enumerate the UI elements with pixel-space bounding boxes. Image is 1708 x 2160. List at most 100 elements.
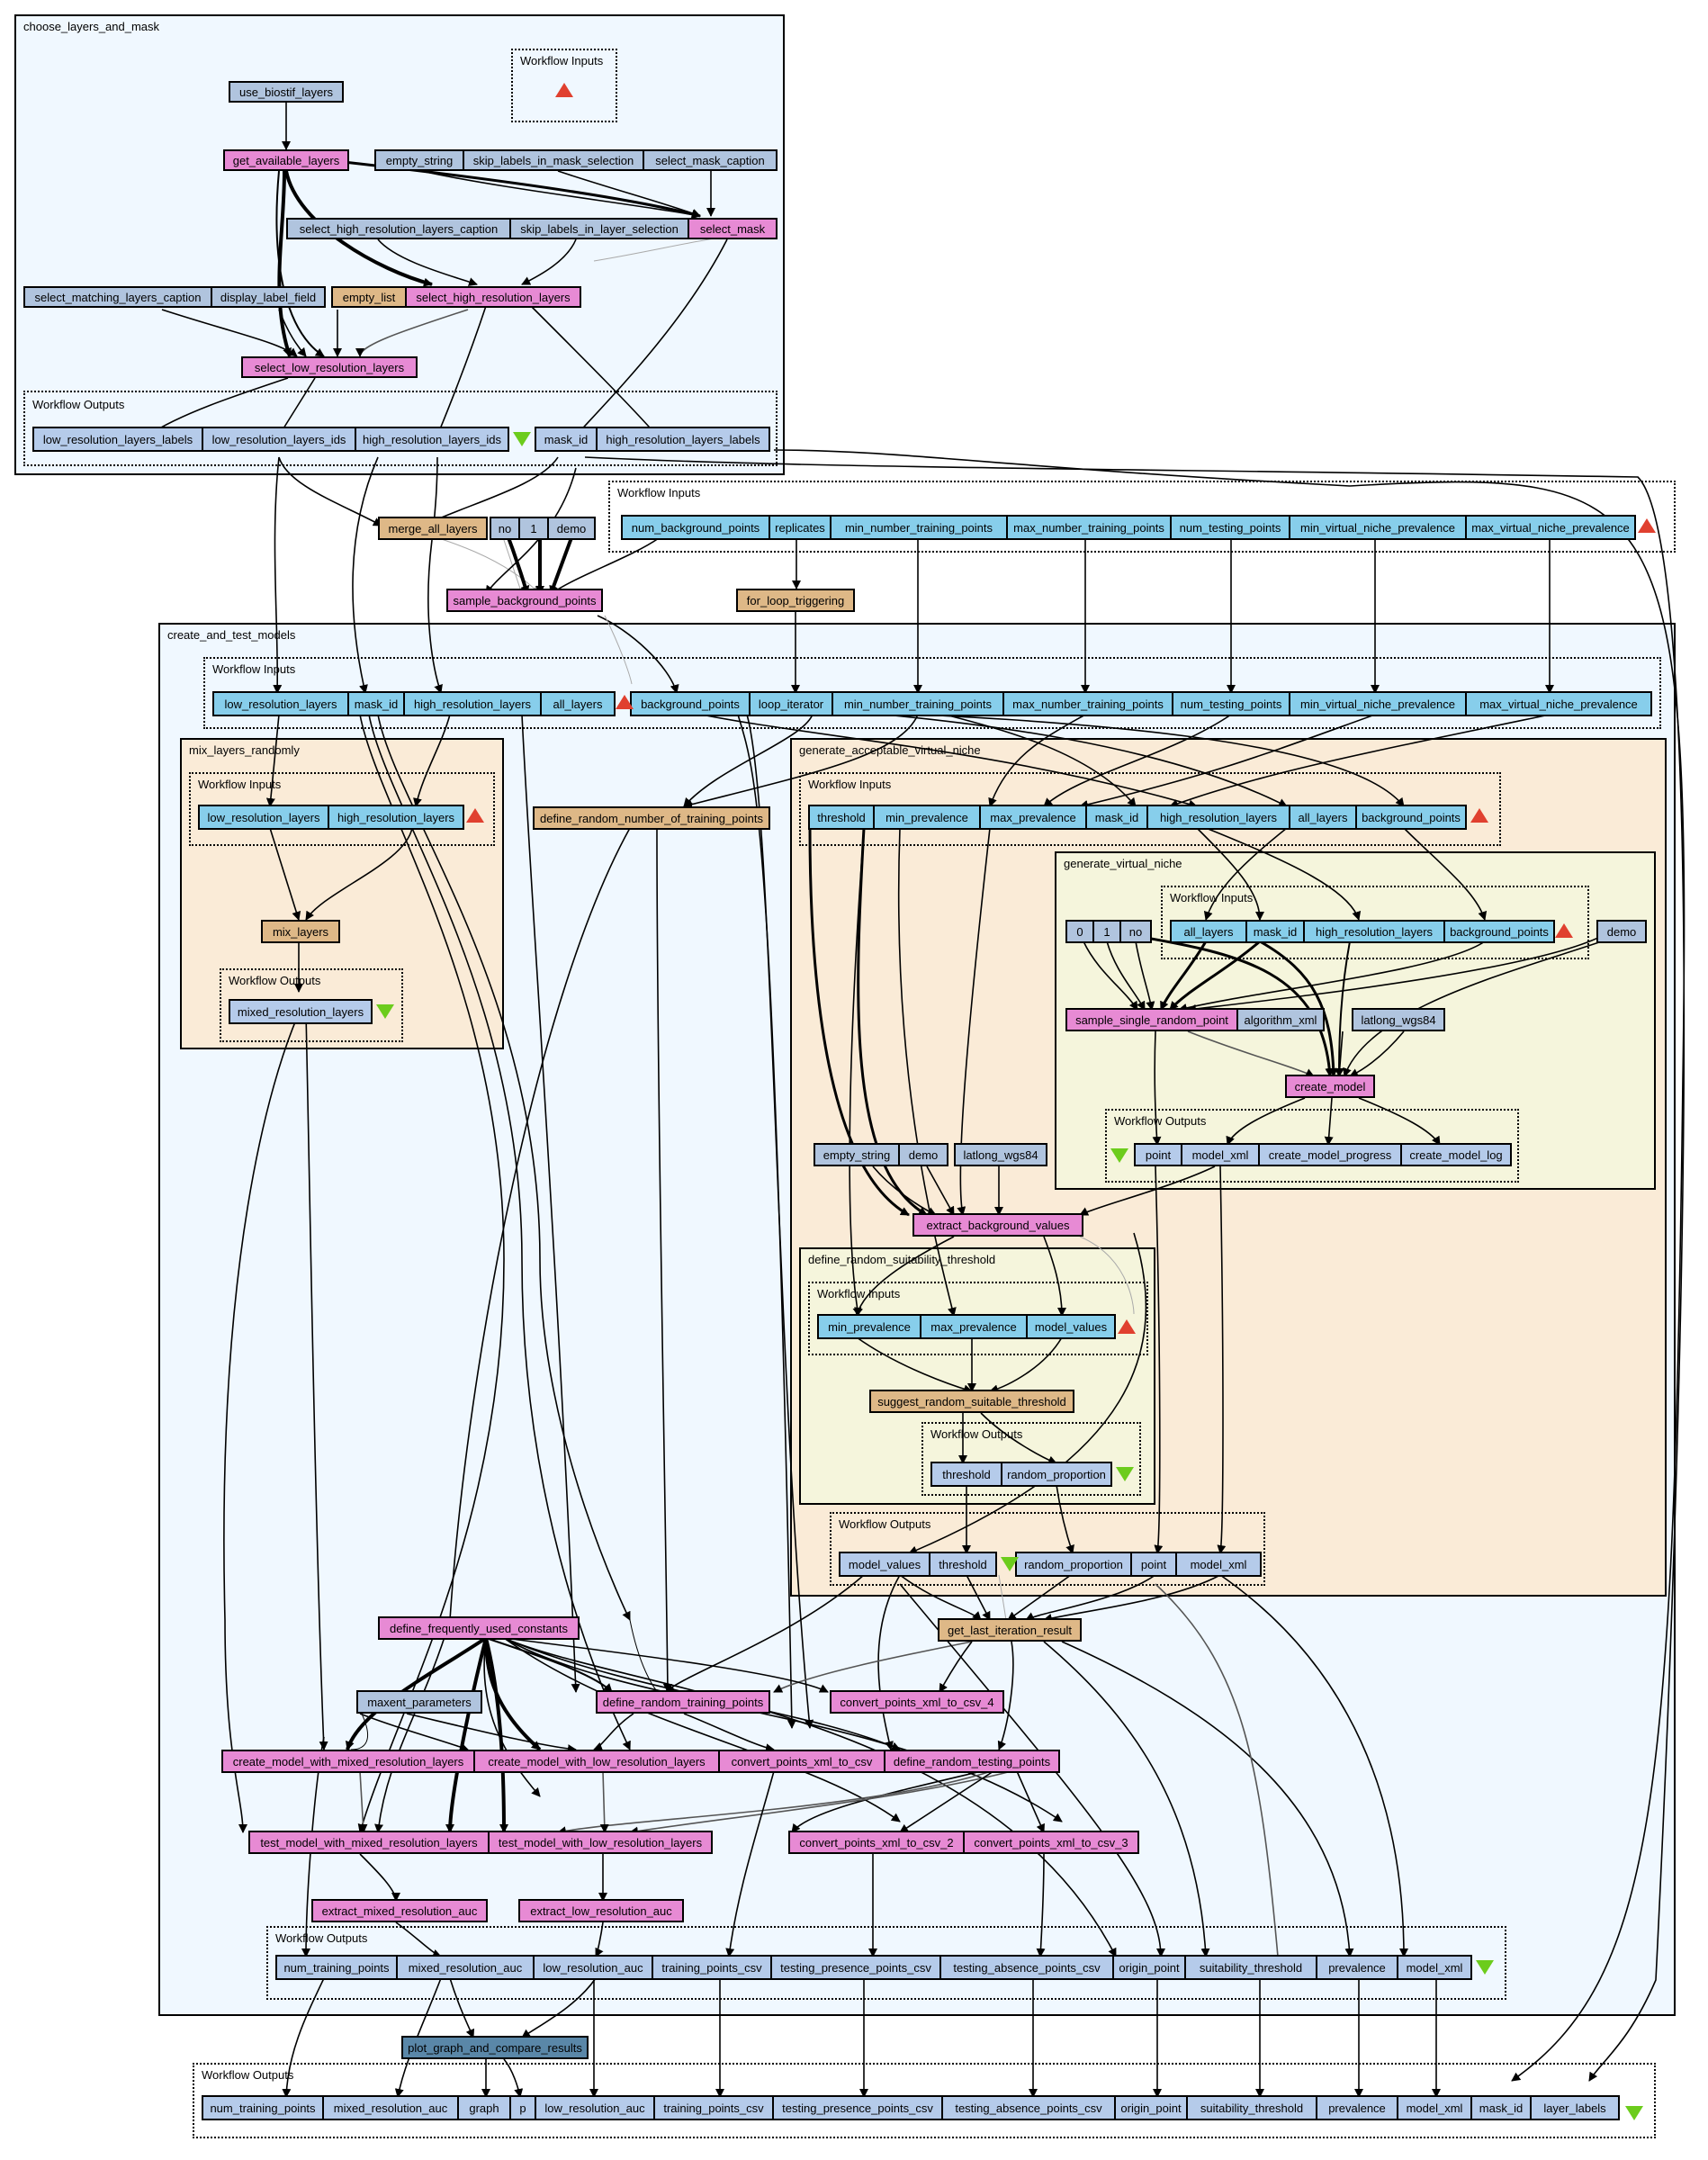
ctm-outputs-node-testing-presence-points-csv[interactable]: testing_presence_points_csv <box>770 1955 941 1980</box>
node-create-model-with-low-resolution-layers[interactable]: create_model_with_low_resolution_layers <box>473 1750 720 1773</box>
node-gavn-latlong-wgs84[interactable]: latlong_wgs84 <box>954 1143 1047 1166</box>
final-outputs-node-training-points-csv[interactable]: training_points_csv <box>653 2095 774 2120</box>
node-maxent-parameters[interactable]: maxent_parameters <box>356 1690 482 1714</box>
ctm-inputs-node-max-virtual-niche-prevalence[interactable]: max_virtual_niche_prevalence <box>1465 691 1652 716</box>
gavn-inputs-node-max-prevalence[interactable]: max_prevalence <box>979 805 1087 830</box>
gvn-outputs-node-point[interactable]: point <box>1134 1143 1182 1166</box>
node-test-model-with-mixed-resolution-layers[interactable]: test_model_with_mixed_resolution_layers <box>248 1831 490 1854</box>
node-get-last-iteration-result[interactable]: get_last_iteration_result <box>938 1618 1082 1642</box>
final-outputs-node-mask-id[interactable]: mask_id <box>1470 2095 1532 2120</box>
node-demo[interactable]: demo <box>547 517 596 540</box>
node-test-model-with-low-resolution-layers[interactable]: test_model_with_low_resolution_layers <box>488 1831 713 1854</box>
final-outputs-node-graph[interactable]: graph <box>457 2095 511 2120</box>
node-one[interactable]: 1 <box>518 517 549 540</box>
gavn-outputs-node-model-values[interactable]: model_values <box>839 1552 930 1577</box>
node-select-matching-layers-caption[interactable]: select_matching_layers_caption <box>23 286 212 308</box>
final-outputs-node-layer-labels[interactable]: layer_labels <box>1530 2095 1620 2120</box>
node-get-available-layers[interactable]: get_available_layers <box>223 149 349 171</box>
node-define-random-number-of-training-points[interactable]: define_random_number_of_training_points <box>533 806 770 830</box>
final-outputs-node-prevalence[interactable]: prevalence <box>1316 2095 1398 2120</box>
node-gvn-one[interactable]: 1 <box>1092 920 1121 943</box>
node-select-mask[interactable]: select_mask <box>688 218 778 239</box>
node-create-model[interactable]: create_model <box>1285 1075 1375 1098</box>
ctm-outputs-node-model-xml[interactable]: model_xml <box>1397 1955 1472 1980</box>
node-mix-in-low-resolution-layers[interactable]: low_resolution_layers <box>198 805 329 830</box>
node-mix-layers[interactable]: mix_layers <box>261 920 340 943</box>
node-gavn-empty-string[interactable]: empty_string <box>814 1143 900 1166</box>
ctm-outputs-node-mixed-resolution-auc[interactable]: mixed_resolution_auc <box>396 1955 535 1980</box>
drst-outputs-node-random-proportion[interactable]: random_proportion <box>1001 1462 1112 1487</box>
gavn-inputs-node-all-layers[interactable]: all_layers <box>1289 805 1357 830</box>
top-inputs-node-max-number-training-points[interactable]: max_number_training_points <box>1006 515 1172 540</box>
node-suggest-random-suitable-threshold[interactable]: suggest_random_suitable_threshold <box>869 1390 1074 1413</box>
node-algorithm-xml[interactable]: algorithm_xml <box>1236 1008 1325 1031</box>
final-outputs-node-num-training-points[interactable]: num_training_points <box>202 2095 324 2120</box>
node-use-biostif-layers[interactable]: use_biostif_layers <box>229 81 344 103</box>
ctm-inputs-node-low-resolution-layers[interactable]: low_resolution_layers <box>212 691 349 716</box>
node-convert-points-xml-to-csv[interactable]: convert_points_xml_to_csv <box>718 1750 885 1773</box>
final-outputs-node-origin-point[interactable]: origin_point <box>1114 2095 1188 2120</box>
node-gvn-no[interactable]: no <box>1119 920 1152 943</box>
ctm-inputs-node-high-resolution-layers[interactable]: high_resolution_layers <box>403 691 542 716</box>
node-mix-in-high-resolution-layers[interactable]: high_resolution_layers <box>328 805 464 830</box>
gavn-inputs-node-background-points[interactable]: background_points <box>1355 805 1467 830</box>
final-outputs-node-model-xml[interactable]: model_xml <box>1397 2095 1472 2120</box>
drst-inputs-node-model-values[interactable]: model_values <box>1026 1314 1116 1339</box>
node-out-low-resolution-layers-labels[interactable]: low_resolution_layers_labels <box>32 427 203 452</box>
final-outputs-node-testing-presence-points-csv[interactable]: testing_presence_points_csv <box>772 2095 943 2120</box>
node-out-high-resolution-layers-labels[interactable]: high_resolution_layers_labels <box>596 427 770 452</box>
node-gvn-zero[interactable]: 0 <box>1065 920 1094 943</box>
gavn-outputs-node-random-proportion[interactable]: random_proportion <box>1015 1552 1132 1577</box>
node-merge-all-layers[interactable]: merge_all_layers <box>378 517 488 540</box>
ctm-outputs-node-testing-absence-points-csv[interactable]: testing_absence_points_csv <box>939 1955 1114 1980</box>
gvn-inputs-node-background-points[interactable]: background_points <box>1443 920 1555 943</box>
final-outputs-node-p[interactable]: p <box>509 2095 536 2120</box>
node-define-random-testing-points[interactable]: define_random_testing_points <box>884 1750 1060 1773</box>
ctm-inputs-node-min-number-training-points[interactable]: min_number_training_points <box>832 691 1004 716</box>
node-extract-background-values[interactable]: extract_background_values <box>912 1213 1083 1237</box>
ctm-inputs-node-mask-id[interactable]: mask_id <box>347 691 405 716</box>
gvn-inputs-node-all-layers[interactable]: all_layers <box>1170 920 1247 943</box>
ctm-outputs-node-num-training-points[interactable]: num_training_points <box>275 1955 398 1980</box>
node-display-label-field[interactable]: display_label_field <box>211 286 326 308</box>
node-skip-labels-in-mask-selection[interactable]: skip_labels_in_mask_selection <box>463 149 644 171</box>
node-extract-mixed-resolution-auc[interactable]: extract_mixed_resolution_auc <box>311 1899 488 1922</box>
drst-inputs-node-max-prevalence[interactable]: max_prevalence <box>920 1314 1028 1339</box>
node-define-random-training-points[interactable]: define_random_training_points <box>596 1690 770 1714</box>
gavn-inputs-node-min-prevalence[interactable]: min_prevalence <box>873 805 981 830</box>
final-outputs-node-suitability-threshold[interactable]: suitability_threshold <box>1186 2095 1317 2120</box>
node-convert-points-xml-to-csv-4[interactable]: convert_points_xml_to_csv_4 <box>830 1690 1004 1714</box>
final-outputs-node-mixed-resolution-auc[interactable]: mixed_resolution_auc <box>322 2095 459 2120</box>
gvn-inputs-node-mask-id[interactable]: mask_id <box>1245 920 1305 943</box>
gavn-inputs-node-mask-id[interactable]: mask_id <box>1085 805 1148 830</box>
ctm-outputs-node-low-resolution-auc[interactable]: low_resolution_auc <box>533 1955 653 1980</box>
node-out-high-resolution-layers-ids[interactable]: high_resolution_layers_ids <box>355 427 509 452</box>
gvn-inputs-node-high-resolution-layers[interactable]: high_resolution_layers <box>1303 920 1445 943</box>
node-empty-string[interactable]: empty_string <box>374 149 464 171</box>
top-inputs-node-num-background-points[interactable]: num_background_points <box>621 515 770 540</box>
node-mix-out-mixed-resolution-layers[interactable]: mixed_resolution_layers <box>229 999 373 1024</box>
ctm-inputs-node-num-testing-points[interactable]: num_testing_points <box>1172 691 1290 716</box>
ctm-outputs-node-training-points-csv[interactable]: training_points_csv <box>652 1955 772 1980</box>
node-select-low-resolution-layers[interactable]: select_low_resolution_layers <box>241 356 418 378</box>
drst-outputs-node-threshold[interactable]: threshold <box>930 1462 1002 1487</box>
node-define-frequently-used-constants[interactable]: define_frequently_used_constants <box>378 1616 580 1640</box>
gavn-inputs-node-high-resolution-layers[interactable]: high_resolution_layers <box>1146 805 1290 830</box>
ctm-inputs-node-loop-iterator[interactable]: loop_iterator <box>749 691 833 716</box>
ctm-inputs-node-min-virtual-niche-prevalence[interactable]: min_virtual_niche_prevalence <box>1289 691 1467 716</box>
top-inputs-node-min-virtual-niche-prevalence[interactable]: min_virtual_niche_prevalence <box>1289 515 1467 540</box>
gavn-outputs-node-threshold[interactable]: threshold <box>929 1552 997 1577</box>
node-convert-points-xml-to-csv-2[interactable]: convert_points_xml_to_csv_2 <box>788 1831 965 1854</box>
node-select-high-resolution-layers-caption[interactable]: select_high_resolution_layers_caption <box>286 218 511 239</box>
node-select-mask-caption[interactable]: select_mask_caption <box>643 149 778 171</box>
node-for-loop-triggering[interactable]: for_loop_triggering <box>736 589 855 612</box>
node-skip-labels-in-layer-selection[interactable]: skip_labels_in_layer_selection <box>509 218 689 239</box>
top-inputs-node-num-testing-points[interactable]: num_testing_points <box>1170 515 1290 540</box>
gavn-inputs-node-threshold[interactable]: threshold <box>808 805 875 830</box>
node-gavn-demo[interactable]: demo <box>898 1143 948 1166</box>
node-sample-single-random-point[interactable]: sample_single_random_point <box>1065 1008 1238 1031</box>
node-create-model-with-mixed-resolution-layers[interactable]: create_model_with_mixed_resolution_layer… <box>221 1750 475 1773</box>
ctm-outputs-node-suitability-threshold[interactable]: suitability_threshold <box>1184 1955 1317 1980</box>
node-select-high-resolution-layers[interactable]: select_high_resolution_layers <box>405 286 581 308</box>
final-outputs-node-testing-absence-points-csv[interactable]: testing_absence_points_csv <box>941 2095 1116 2120</box>
